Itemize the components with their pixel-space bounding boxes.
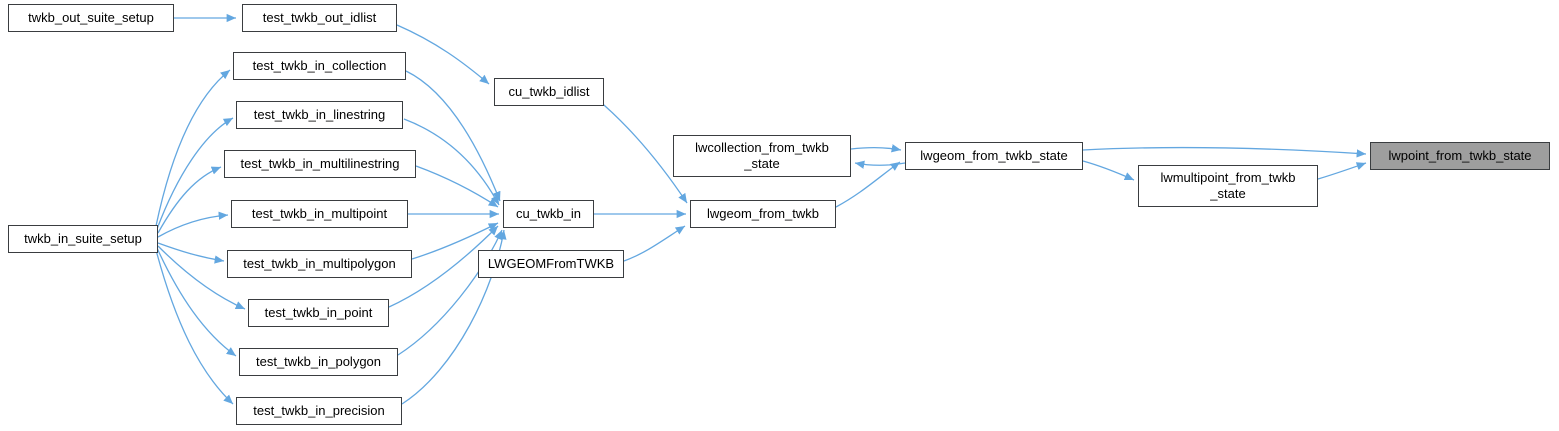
node-twkb_in_suite_setup[interactable]: twkb_in_suite_setup bbox=[8, 225, 158, 253]
edge-test_twkb_in_multilinestring-to-cu_twkb_in bbox=[415, 165, 499, 208]
edge-twkb_in_suite_setup-to-test_twkb_in_multilinestring bbox=[157, 166, 222, 234]
node-cu_twkb_idlist[interactable]: cu_twkb_idlist bbox=[494, 78, 604, 106]
node-test_twkb_in_linestring[interactable]: test_twkb_in_linestring bbox=[236, 101, 403, 129]
node-test_twkb_in_multipoint[interactable]: test_twkb_in_multipoint bbox=[231, 200, 408, 228]
edge-lwmultipoint_from_twkb_state-to-lwpoint_from_twkb_state bbox=[1317, 162, 1367, 180]
node-LWGEOMFromTWKB[interactable]: LWGEOMFromTWKB bbox=[478, 250, 624, 278]
edge-test_twkb_in_polygon-to-cu_twkb_in bbox=[397, 229, 503, 356]
node-test_twkb_in_precision[interactable]: test_twkb_in_precision bbox=[236, 397, 402, 425]
edge-LWGEOMFromTWKB-to-lwgeom_from_twkb bbox=[623, 225, 686, 262]
edge-test_twkb_out_idlist-to-cu_twkb_idlist bbox=[396, 24, 490, 85]
node-lwgeom_from_twkb_state[interactable]: lwgeom_from_twkb_state bbox=[905, 142, 1083, 170]
edge-lwgeom_from_twkb_state-to-lwcollection_from_twkb_state bbox=[854, 160, 906, 169]
node-lwpoint_from_twkb_state: lwpoint_from_twkb_state bbox=[1370, 142, 1550, 170]
node-lwgeom_from_twkb[interactable]: lwgeom_from_twkb bbox=[690, 200, 836, 228]
node-lwmultipoint_from_twkb_state[interactable]: lwmultipoint_from_twkb _state bbox=[1138, 165, 1318, 207]
edge-lwgeom_from_twkb_state-to-lwpoint_from_twkb_state bbox=[1082, 146, 1367, 158]
edge-test_twkb_in_collection-to-cu_twkb_in bbox=[405, 70, 501, 202]
node-test_twkb_in_multilinestring[interactable]: test_twkb_in_multilinestring bbox=[224, 150, 416, 178]
node-test_twkb_out_idlist[interactable]: test_twkb_out_idlist bbox=[242, 4, 397, 32]
node-test_twkb_in_multipolygon[interactable]: test_twkb_in_multipolygon bbox=[227, 250, 412, 278]
node-lwcollection_from_twkb_state[interactable]: lwcollection_from_twkb _state bbox=[673, 135, 851, 177]
edge-twkb_in_suite_setup-to-test_twkb_in_precision bbox=[155, 249, 234, 405]
edge-lwcollection_from_twkb_state-to-lwgeom_from_twkb_state bbox=[850, 144, 902, 153]
edge-twkb_in_suite_setup-to-test_twkb_in_collection bbox=[155, 69, 231, 227]
node-twkb_out_suite_setup[interactable]: twkb_out_suite_setup bbox=[8, 4, 174, 32]
node-test_twkb_in_point[interactable]: test_twkb_in_point bbox=[248, 299, 389, 327]
edge-lwgeom_from_twkb_state-to-lwmultipoint_from_twkb_state bbox=[1082, 160, 1135, 181]
edge-twkb_in_suite_setup-to-test_twkb_in_linestring bbox=[156, 117, 234, 230]
edge-twkb_in_suite_setup-to-test_twkb_in_multipoint bbox=[157, 211, 229, 238]
node-cu_twkb_in[interactable]: cu_twkb_in bbox=[503, 200, 594, 228]
node-test_twkb_in_polygon[interactable]: test_twkb_in_polygon bbox=[239, 348, 398, 376]
node-test_twkb_in_collection[interactable]: test_twkb_in_collection bbox=[233, 52, 406, 80]
edge-twkb_in_suite_setup-to-test_twkb_in_multipolygon bbox=[157, 242, 225, 264]
edge-test_twkb_in_linestring-to-cu_twkb_in bbox=[403, 118, 500, 206]
edge-twkb_in_suite_setup-to-test_twkb_in_polygon bbox=[156, 247, 237, 357]
